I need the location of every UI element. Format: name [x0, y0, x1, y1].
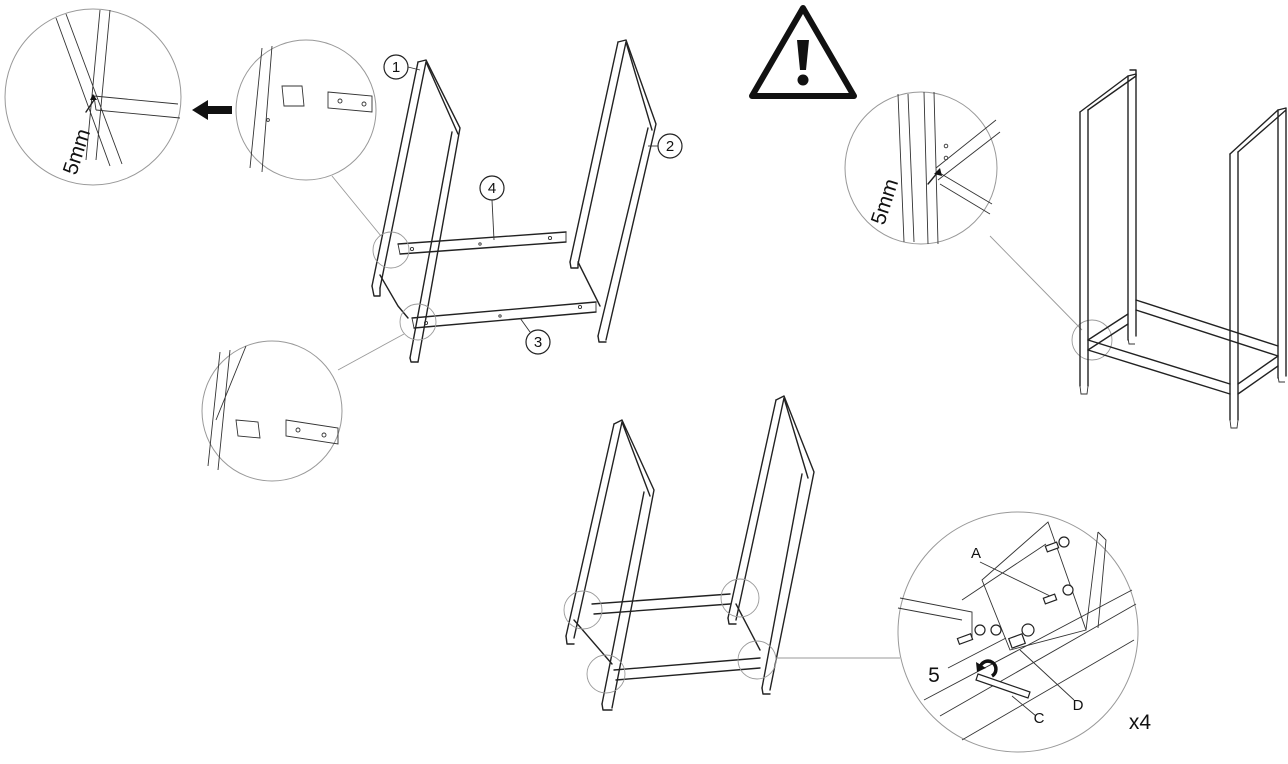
- part-callout-3: 3: [519, 317, 551, 355]
- part-1-label: 1: [392, 59, 400, 76]
- step-5-label: 5: [928, 664, 940, 687]
- part-2-label: 2: [666, 138, 674, 155]
- arrow-left-icon: [192, 100, 232, 120]
- detail-zoom-5mm-left: 5mm: [4, 8, 182, 186]
- part-callout-2: 2: [648, 133, 683, 159]
- detail-zoom-bottom-joint: [201, 340, 343, 482]
- part-callout-1: 1: [383, 54, 421, 80]
- part-callout-4: 4: [479, 175, 505, 241]
- detail-zoom-top-joint: [235, 39, 377, 181]
- fastener-label-a: A: [971, 545, 981, 562]
- warning-triangle-icon: [749, 5, 857, 99]
- fastener-label-d: D: [1073, 697, 1084, 714]
- part-3-label: 3: [534, 334, 542, 351]
- part-4-label: 4: [488, 180, 496, 197]
- detail-zoom-bolt-assembly: [897, 511, 1139, 753]
- quantity-multiplier-label: x4: [1129, 711, 1152, 734]
- rotate-arrow-icon: [976, 659, 998, 678]
- frame-assembly-step-left: [331, 39, 657, 371]
- assembled-frame-right: [1079, 69, 1287, 429]
- fastener-label-c: C: [1034, 710, 1045, 727]
- detail-zoom-5mm-right: 5mm: [844, 91, 1001, 245]
- frame-assembly-step-bottom: [563, 395, 900, 711]
